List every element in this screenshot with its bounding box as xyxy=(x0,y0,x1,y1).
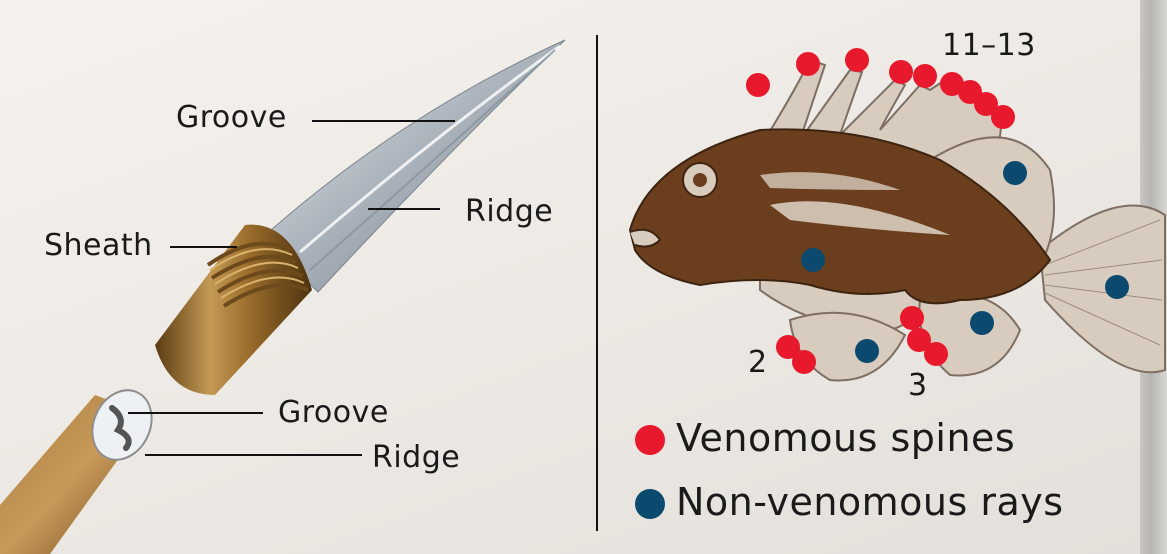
label-ridge-bottom: Ridge xyxy=(372,440,460,475)
venomous-dot xyxy=(991,105,1015,129)
leader-groove-top xyxy=(312,120,455,122)
non-venomous-dot xyxy=(801,248,825,272)
non-venomous-dot xyxy=(970,311,994,335)
non-venomous-dot xyxy=(855,339,879,363)
venomous-dot xyxy=(792,350,816,374)
venomous-dot xyxy=(796,52,820,76)
label-groove-bottom: Groove xyxy=(278,395,389,430)
non-venomous-dot xyxy=(1003,161,1027,185)
label-anal-count: 3 xyxy=(908,368,928,403)
venomous-dot xyxy=(746,73,770,97)
label-dorsal-count: 11–13 xyxy=(942,28,1036,63)
venomous-dot xyxy=(889,60,913,84)
label-sheath: Sheath xyxy=(44,228,153,263)
legend-venomous-swatch xyxy=(635,425,665,455)
section-divider xyxy=(596,35,598,531)
venomous-dot xyxy=(845,48,869,72)
label-groove-top: Groove xyxy=(176,100,287,135)
leader-ridge-bottom xyxy=(145,454,362,456)
legend-venomous-label: Venomous spines xyxy=(676,416,1015,460)
leader-groove-bottom xyxy=(128,412,263,414)
fish-illustration xyxy=(630,60,1165,380)
legend-non-venomous-label: Non-venomous rays xyxy=(676,480,1064,524)
venomous-dot xyxy=(924,342,948,366)
leader-sheath xyxy=(170,246,237,248)
non-venomous-dot xyxy=(1105,275,1129,299)
label-pelvic-count: 2 xyxy=(748,345,768,380)
venomous-dot xyxy=(913,64,937,88)
venomous-dot xyxy=(900,306,924,330)
legend-non-venomous-swatch xyxy=(635,489,665,519)
label-ridge-top: Ridge xyxy=(465,194,553,229)
leader-ridge-top xyxy=(368,208,440,210)
